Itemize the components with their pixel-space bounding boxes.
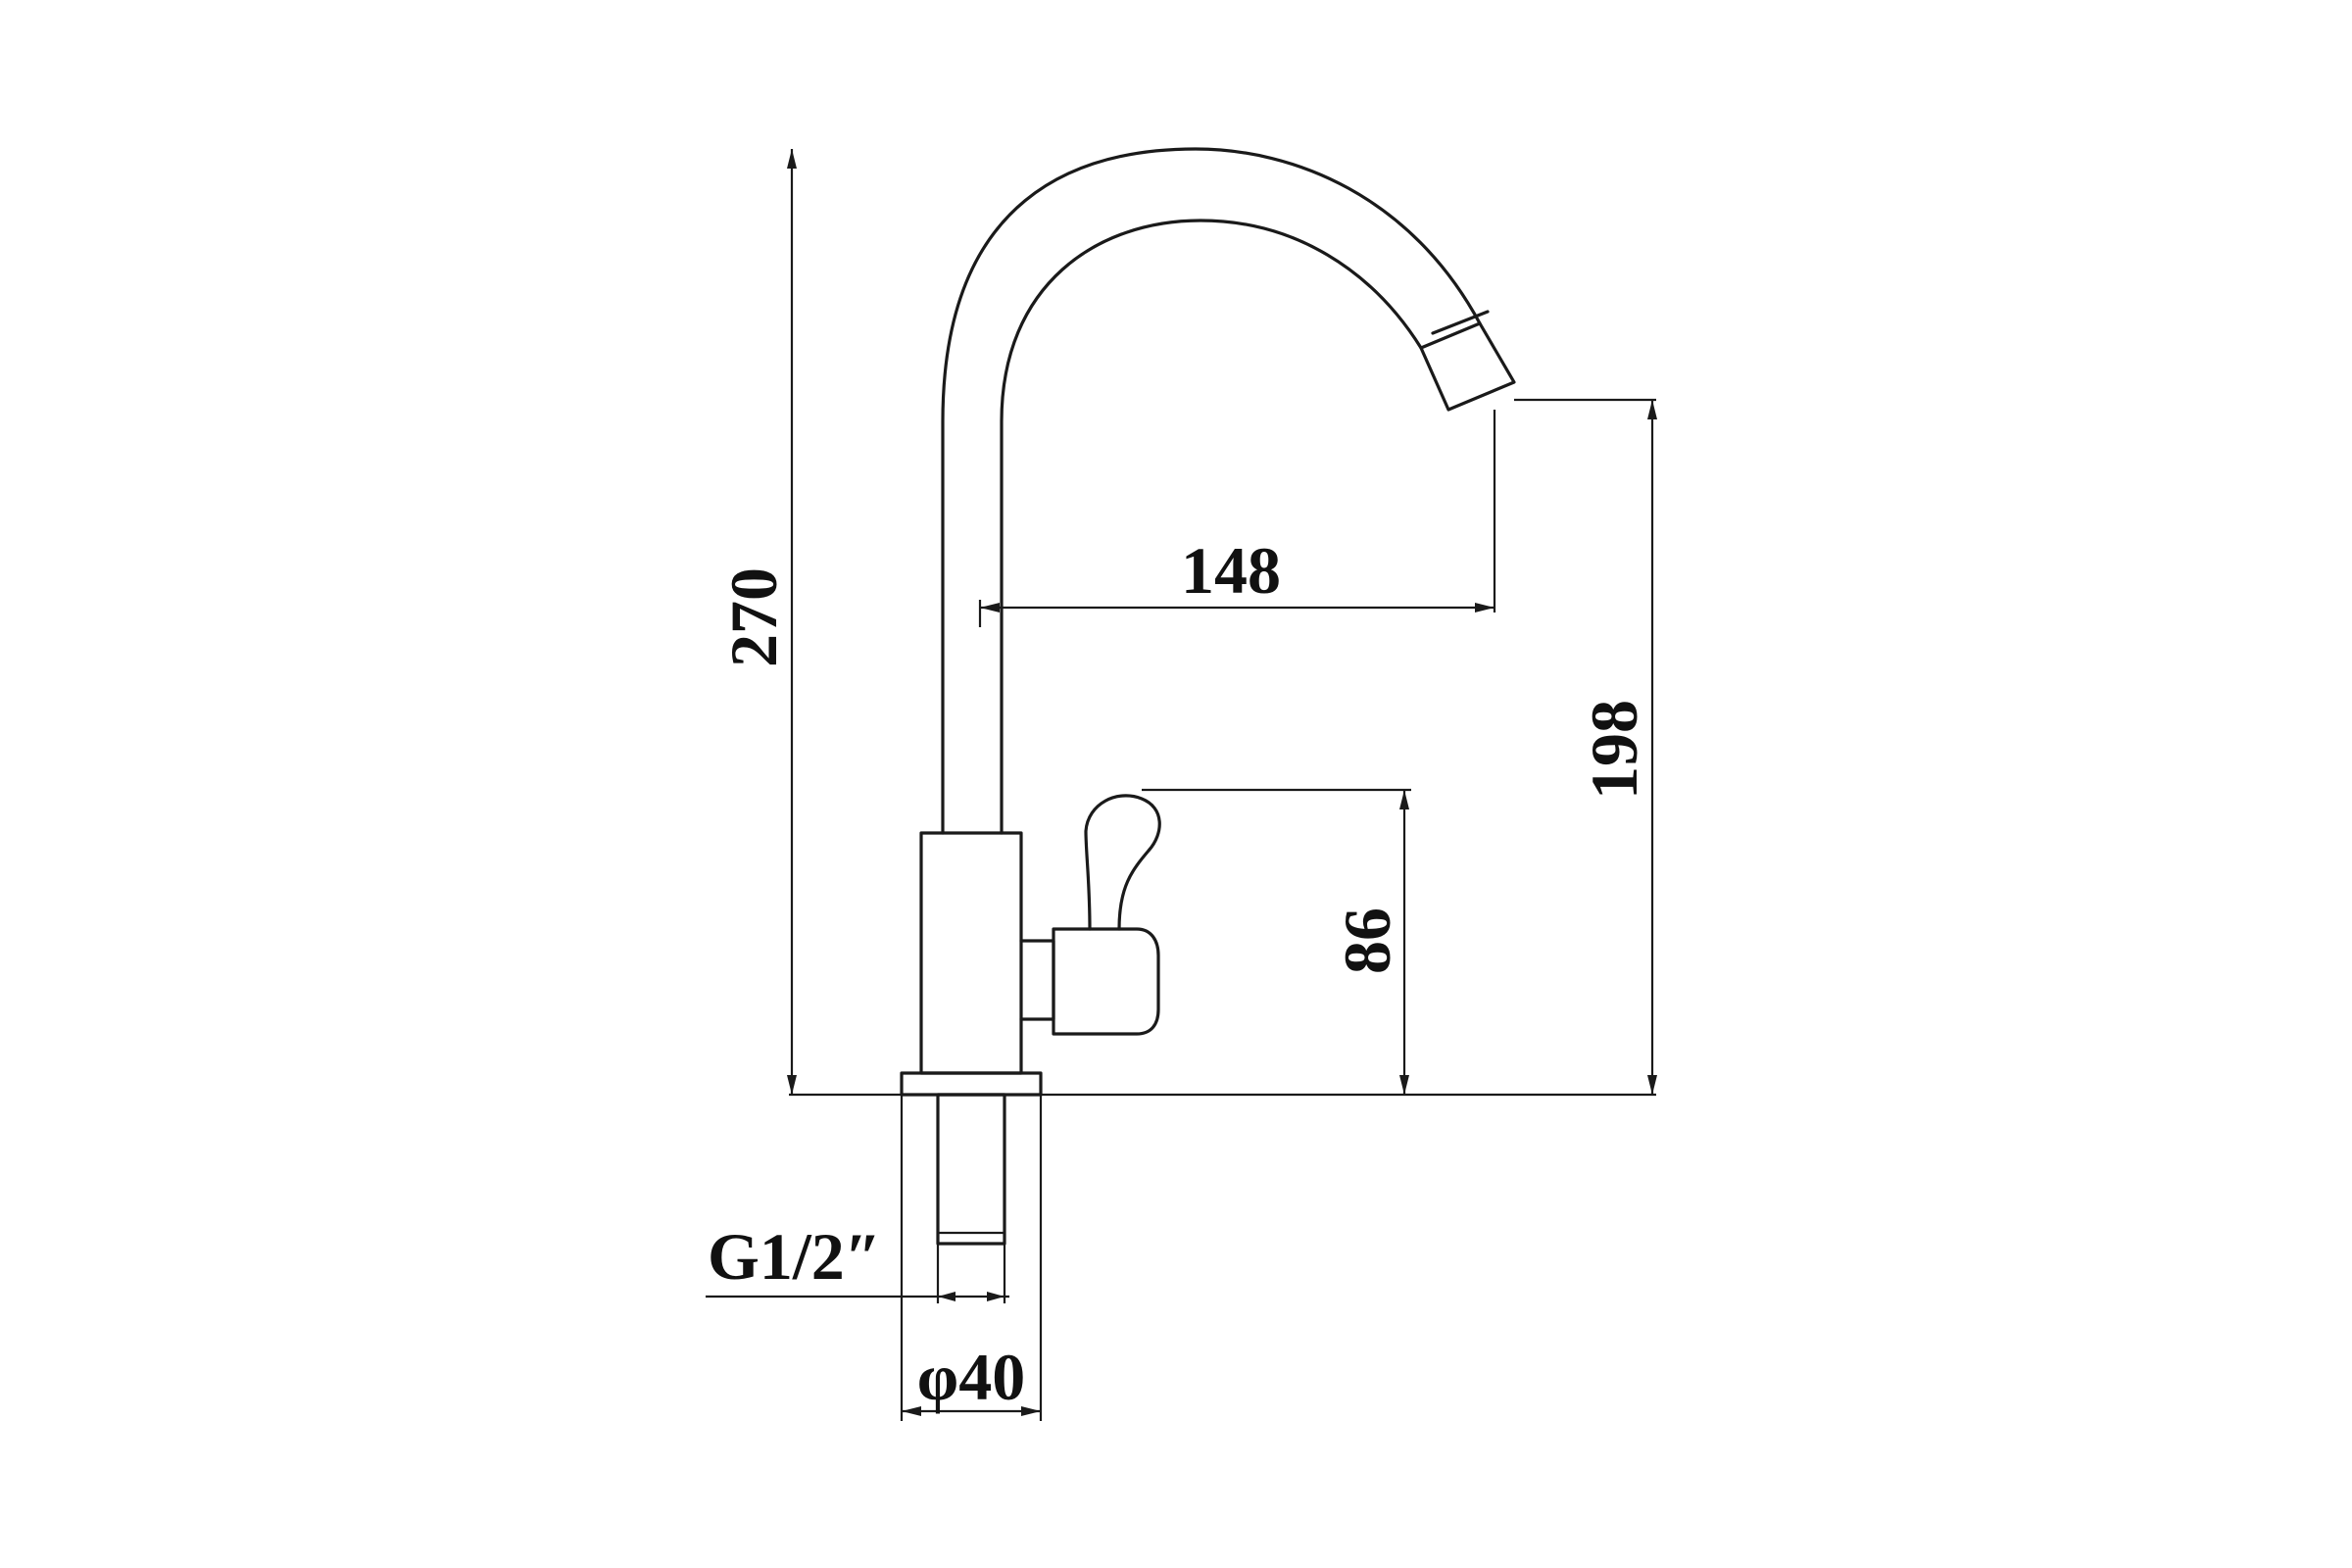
thread-size-label: G1/2″ <box>708 1219 881 1294</box>
base-diameter-label: φ40 <box>917 1340 1025 1414</box>
handle-height-arrow-bottom <box>1399 1075 1409 1095</box>
spout-inner-contour <box>1000 219 1423 835</box>
reach-arrow-left <box>980 603 1000 612</box>
valve-body <box>919 831 1023 1075</box>
overall-height-label: 270 <box>716 567 791 667</box>
aerator-ring <box>1431 310 1490 335</box>
base-flange <box>900 1071 1043 1097</box>
spout-height-arrow-bottom <box>1647 1075 1657 1095</box>
dimension-lines <box>706 149 1657 1421</box>
spout-height-label: 198 <box>1577 700 1651 800</box>
spout-height-arrow-top <box>1647 400 1657 419</box>
handle-connector <box>1019 939 1055 1021</box>
threaded-shank <box>936 1093 1006 1246</box>
reach-arrow-right <box>1475 603 1494 612</box>
dimension-labels: 270 148 198 86 G1/2″ φ40 <box>708 533 1651 1414</box>
handle-height-label: 86 <box>1330 907 1404 974</box>
overall-height-arrow-bottom <box>787 1075 797 1095</box>
thread-arrow-right <box>987 1292 1004 1301</box>
diameter-arrow-right <box>1021 1406 1041 1416</box>
diameter-arrow-left <box>902 1406 921 1416</box>
thread-arrow-left <box>938 1292 956 1301</box>
spout-reach-label: 148 <box>1181 533 1281 608</box>
overall-height-arrow-top <box>787 149 797 169</box>
spout-outer-contour <box>941 147 1482 835</box>
aerator-nozzle <box>1419 321 1516 412</box>
lever-handle <box>1084 794 1161 931</box>
handle-housing <box>1052 927 1160 1036</box>
faucet-outline <box>900 147 1516 1246</box>
handle-height-arrow-top <box>1399 790 1409 809</box>
